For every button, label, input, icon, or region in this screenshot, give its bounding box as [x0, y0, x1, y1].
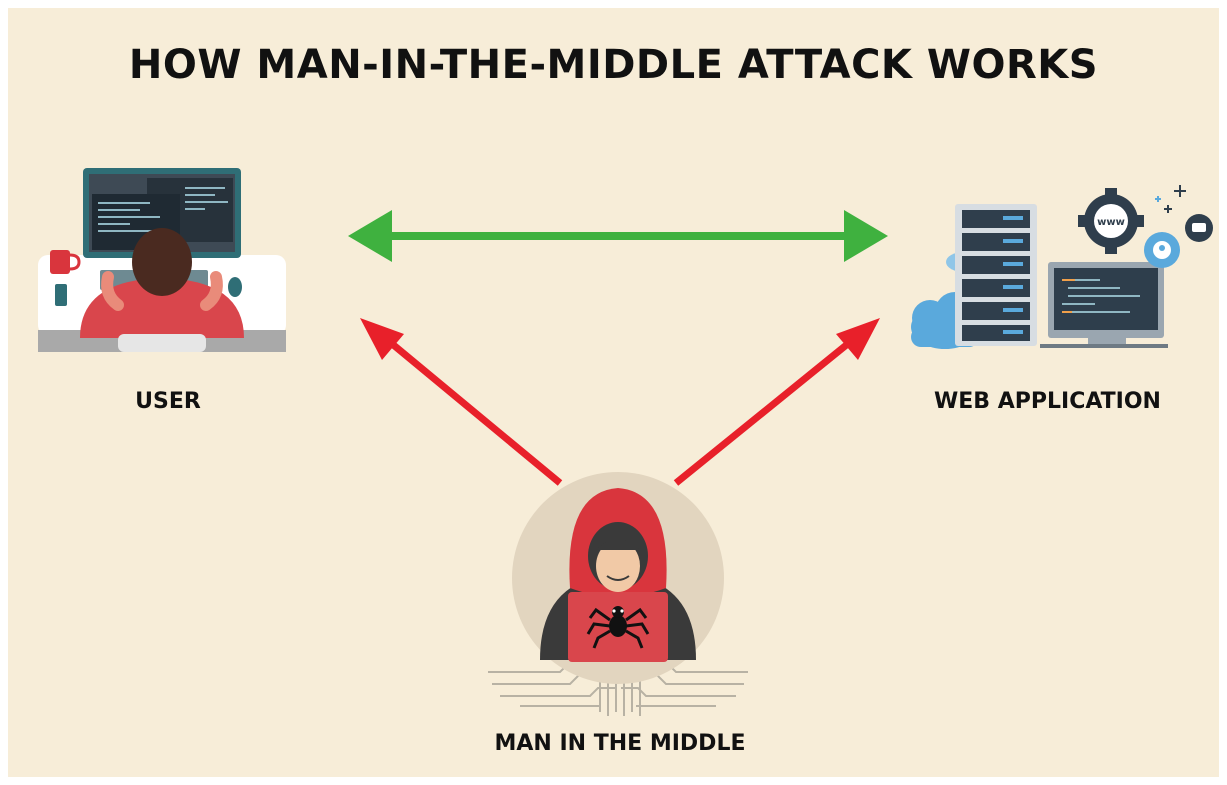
phone-icon [55, 284, 67, 306]
green-arrowhead-right [844, 210, 888, 262]
user-illustration [38, 168, 286, 352]
node-label-man-in-the-middle: MAN IN THE MIDDLE [494, 731, 746, 756]
red-arrowhead-web [836, 318, 880, 360]
www-gear-icon: www [1078, 188, 1144, 254]
chair [118, 334, 206, 352]
diagram-title: HOW MAN-IN-THE-MIDDLE ATTACK WORKS [128, 42, 1099, 88]
red-arrowhead-user [360, 318, 404, 360]
user-gear-icon [1144, 232, 1180, 268]
hacker-illustration [488, 472, 748, 716]
node-label-user: USER [135, 389, 201, 414]
red-arrow-to-user-shaft [382, 335, 563, 486]
plus-icons [1164, 185, 1186, 213]
connections [348, 210, 888, 486]
settings-gear-icon [1185, 214, 1213, 242]
hacker-face [596, 540, 640, 592]
green-arrowhead-left [348, 210, 392, 262]
person-body [80, 278, 244, 338]
web-application-illustration: www [911, 185, 1213, 349]
www-text: www [1097, 217, 1125, 228]
red-arrow-to-web-shaft [673, 335, 858, 486]
mug-icon [50, 250, 70, 274]
spider-icon [586, 606, 650, 649]
node-label-web-application: WEB APPLICATION [934, 389, 1161, 414]
mouse-icon [228, 277, 242, 297]
person-head [132, 228, 192, 296]
